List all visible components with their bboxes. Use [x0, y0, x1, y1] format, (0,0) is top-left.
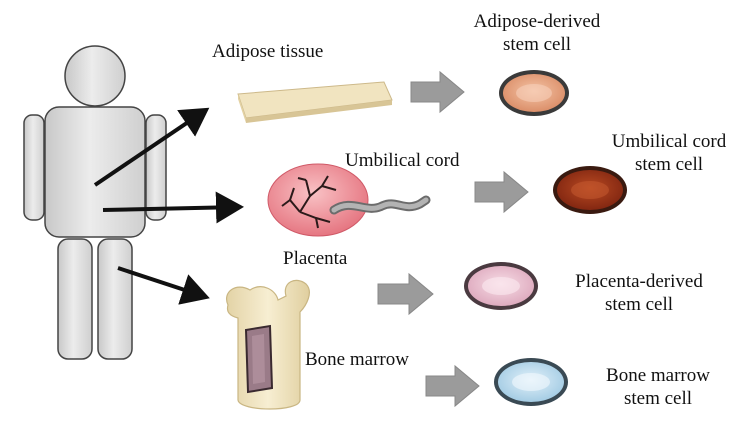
adipose-tissue-label: Adipose tissue: [212, 41, 324, 62]
placenta-stem-cell-line2: stem cell: [604, 294, 674, 315]
bone-marrow-label: Bone marrow: [305, 349, 409, 370]
umbilical-stem-cell-line2: stem cell: [634, 154, 704, 175]
left-leg-shape: [57, 238, 93, 360]
placenta-stem-cell: [464, 262, 538, 310]
right-leg-shape: [97, 238, 133, 360]
bone-marrow-stem-cell-line1: Bone marrow: [606, 365, 710, 386]
bone-marrow-image: [226, 279, 310, 410]
head-shape: [64, 45, 126, 107]
stem-cells: [464, 70, 627, 406]
arrow-to-adipose: [93, 107, 210, 187]
adipose-stem-cell-line2: stem cell: [502, 34, 572, 55]
placenta-image: [267, 163, 431, 237]
adipose-stem-cell-label: Adipose-derived stem cell: [454, 10, 620, 56]
placenta-stem-cell-line1: Placenta-derived: [575, 271, 703, 292]
umbilical-stem-cell: [553, 166, 627, 214]
placenta-stem-cell-label: Placenta-derived stem cell: [556, 270, 722, 316]
placenta-label: Placenta: [283, 248, 348, 269]
umbilical-stem-cell-label: Umbilical cord stem cell: [596, 130, 742, 176]
bone-marrow-stem-cell-line2: stem cell: [623, 388, 693, 409]
umbilical-cord-label: Umbilical cord: [345, 150, 460, 171]
adipose-stem-cell: [499, 70, 569, 116]
arrow-to-placenta: [102, 191, 244, 224]
right-arm-shape: [145, 114, 167, 221]
arrow-to-bone: [117, 266, 210, 305]
gray-arrow-umbilical: [474, 170, 529, 214]
source-arrows: [93, 107, 244, 305]
torso-shape: [44, 106, 146, 238]
adipose-stem-cell-line1: Adipose-derived: [473, 11, 601, 32]
bone-marrow-stem-cell-label: Bone marrow stem cell: [590, 364, 726, 410]
adipose-tissue-image: [237, 81, 393, 123]
gray-arrow-adipose: [410, 70, 465, 114]
umbilical-stem-cell-line1: Umbilical cord: [611, 131, 727, 152]
human-body-figure: [23, 45, 167, 360]
gray-arrow-bone-marrow: [425, 364, 480, 408]
bone-marrow-stem-cell: [494, 358, 568, 406]
gray-arrow-placenta: [377, 272, 434, 316]
transition-arrows: [377, 70, 529, 408]
left-arm-shape: [23, 114, 45, 221]
